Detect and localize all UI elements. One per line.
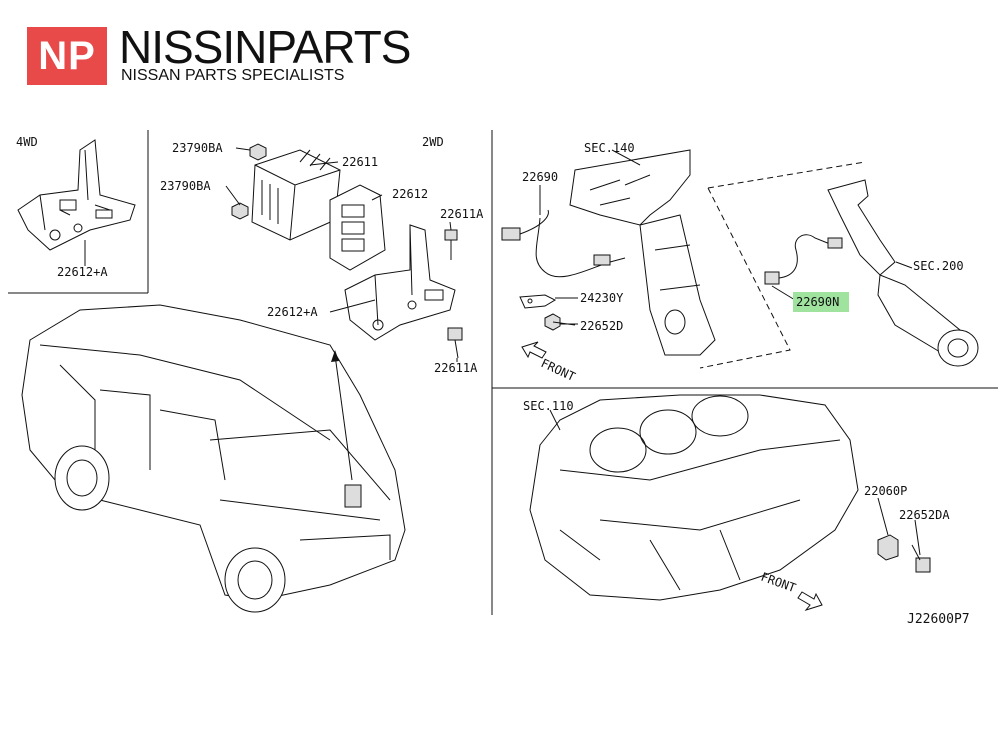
nut-23790ba-mid [231, 202, 249, 220]
brand-badge: NP [27, 27, 107, 85]
part-highlight [793, 292, 849, 312]
label-22612: 22612 [392, 187, 428, 201]
bolt-22652da [911, 544, 931, 573]
nut-23790ba-top [249, 143, 267, 161]
sensor-22690 [501, 209, 626, 278]
label-24230y: 24230Y [580, 291, 624, 305]
brand-tagline: NISSAN PARTS SPECIALISTS [121, 67, 345, 84]
bolt-22611a-top [444, 229, 458, 260]
ecu-bracket-22612 [329, 184, 386, 271]
label-22690: 22690 [522, 170, 558, 184]
label-22611: 22611 [342, 155, 378, 169]
label-sec200: SEC.200 [913, 259, 964, 273]
gasket-24230y [519, 294, 557, 309]
dashed-callout-frame [699, 161, 866, 369]
label-2wd: 2WD [422, 135, 444, 149]
knock-sensor-22060p [877, 534, 899, 561]
part-labels: 4WD 2WD 22612+A 23790BA 23790BA 22611 22… [16, 135, 970, 627]
bracket-4wd [17, 139, 136, 262]
bolt-22611a-bottom [447, 327, 463, 359]
front-arrow-upper [521, 341, 547, 359]
sensor-22690n [764, 234, 843, 285]
leader-arrow-ecu [334, 354, 353, 481]
engine-block [529, 394, 859, 601]
label-front-lower: FRONT [759, 570, 798, 596]
front-arrow-lower [797, 591, 823, 611]
exhaust-pipe-sec200 [827, 179, 979, 367]
label-sec140: SEC.140 [584, 141, 635, 155]
label-22612a-mid: 22612+A [267, 305, 318, 319]
label-sec110: SEC.110 [523, 399, 574, 413]
label-4wd: 4WD [16, 135, 38, 149]
exhaust-manifold [569, 149, 716, 356]
label-22611a-bottom: 22611A [434, 361, 478, 375]
diagram-id: J22600P7 [907, 612, 970, 627]
arrow-head [331, 350, 339, 362]
brand-name: NISSINPARTS [119, 21, 411, 73]
label-22652d: 22652D [580, 319, 623, 333]
label-22690n: 22690N [796, 295, 839, 309]
leader-lines [84, 147, 921, 556]
label-23790ba-top: 23790BA [172, 141, 223, 155]
label-23790ba-mid: 23790BA [160, 179, 211, 193]
panel-dividers [8, 130, 998, 615]
label-22612a-left: 22612+A [57, 265, 108, 279]
label-22611a-top: 22611A [440, 207, 484, 221]
vehicle-outline [21, 304, 406, 613]
label-22652da: 22652DA [899, 508, 950, 522]
label-22060p: 22060P [864, 484, 907, 498]
bolt-22652d [544, 313, 576, 331]
bracket-22612a-mid [344, 224, 456, 341]
label-front-upper: FRONT [539, 356, 578, 384]
